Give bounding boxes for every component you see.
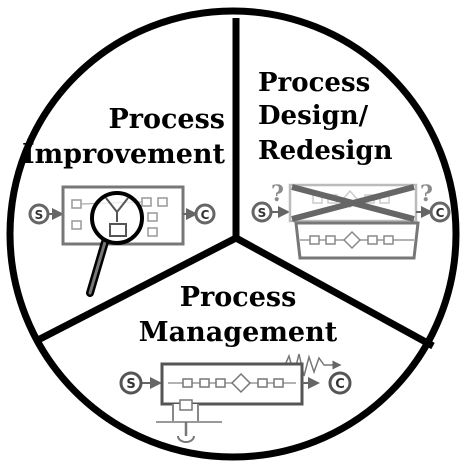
management-title-line2: Management [139,317,338,348]
monitor-signal-line [262,353,335,377]
start-node-letter: S [126,377,135,392]
question-mark-right: ? [420,181,433,207]
start-node-icon [119,371,143,395]
end-node-icon [194,203,216,225]
management-title-line1: Process [180,282,297,313]
start-node-icon [251,201,273,223]
end-node-icon [429,201,451,223]
design-title-line2: Design/ [258,101,369,131]
end-node-letter: C [201,208,210,222]
magnifying-glass-icon [86,191,144,297]
design-title-line1: Process [258,68,370,98]
end-node-letter: C [335,377,345,392]
design-process-icon: ? ? S C [251,181,451,260]
improvement-title-line2: Improvement [22,139,226,170]
design-title-line3: Redesign [258,136,393,166]
segment-process-improvement: Process Improvement S C [22,104,226,297]
management-process-icon: S C [119,353,352,443]
control-valve-icon [156,399,222,443]
end-node-letter: C [436,206,445,220]
divider-left [36,234,238,344]
segment-process-design: Process Design/ Redesign ? ? S [251,68,451,260]
cross-out-line [291,184,415,222]
start-node-letter: S [258,206,267,220]
start-node-letter: S [35,208,44,222]
question-mark-left: ? [271,181,284,207]
segment-process-management: Process Management S C [119,282,352,443]
divider-right [234,234,435,350]
end-node-icon [328,371,352,395]
start-node-icon [28,203,50,225]
improvement-title-line1: Process [108,104,225,135]
